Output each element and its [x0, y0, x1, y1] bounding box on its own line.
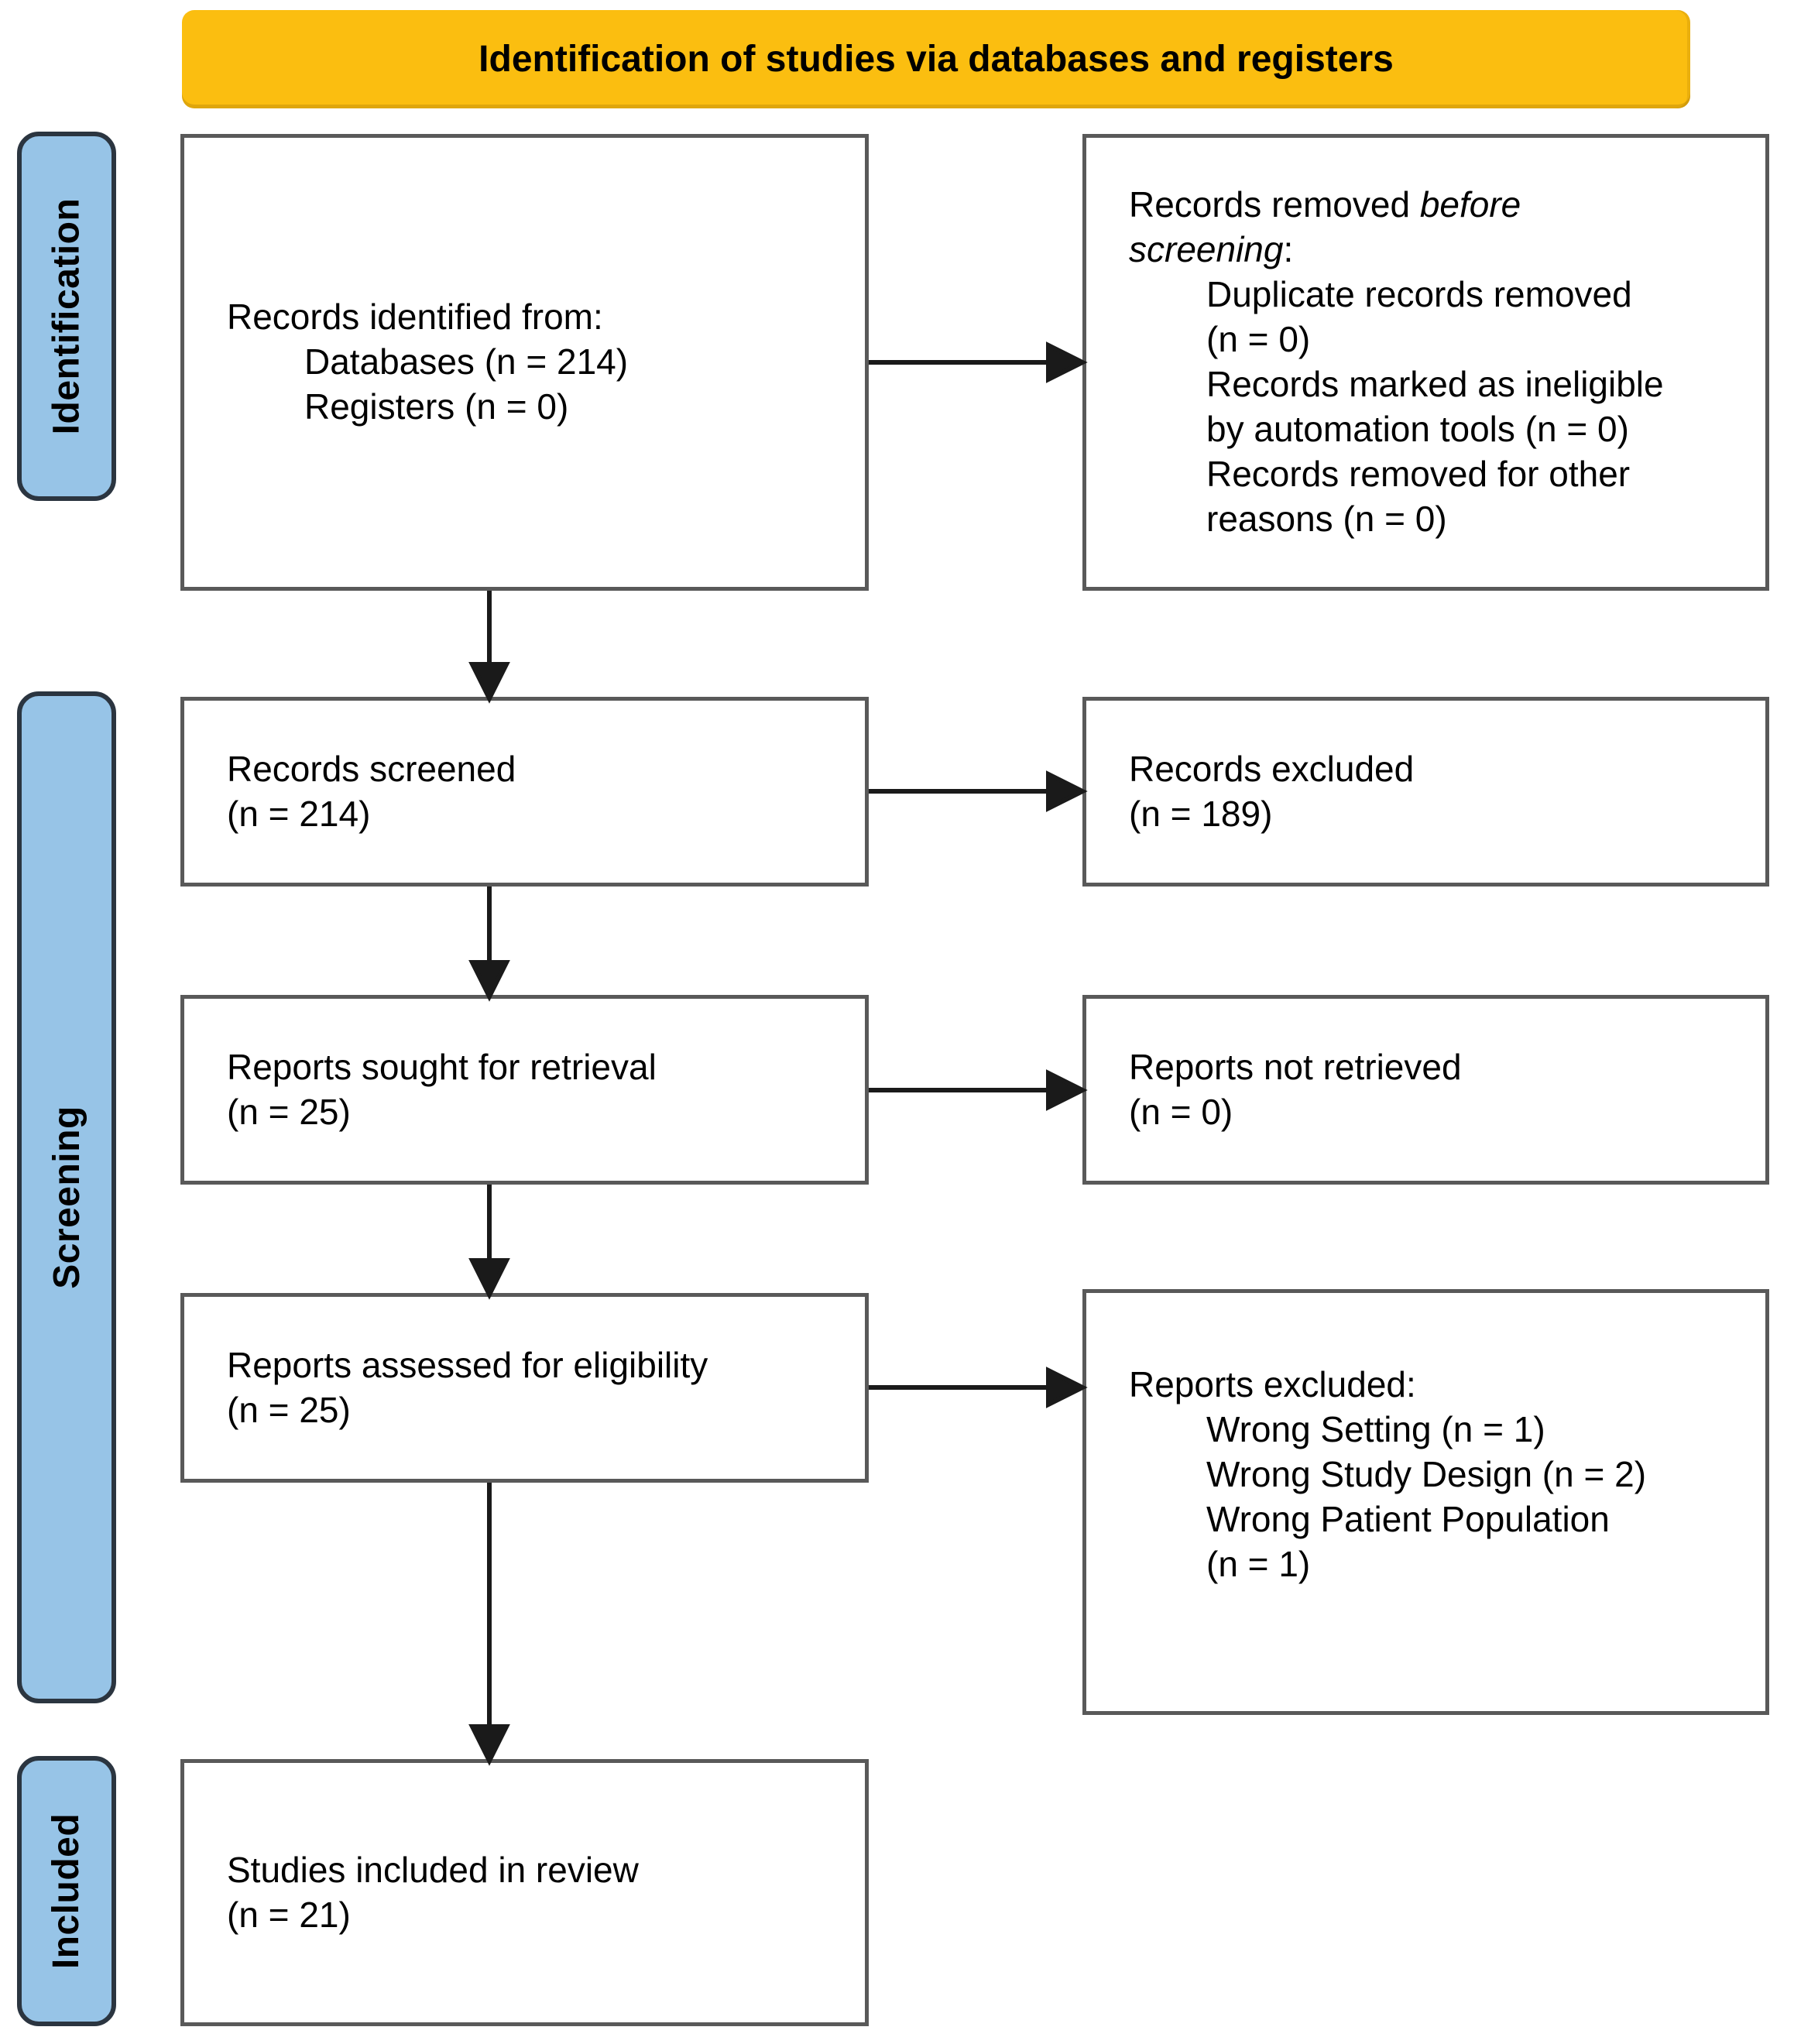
stage-tab-screening: Screening — [17, 691, 116, 1703]
records-excluded-line2: (n = 189) — [1129, 793, 1273, 834]
box-records-screened: Records screened (n = 214) — [180, 697, 869, 887]
stage-label-screening: Screening — [46, 1106, 87, 1289]
box-records-identified: Records identified from: Databases (n = … — [180, 134, 869, 591]
records-excluded-line1: Records excluded — [1129, 748, 1415, 789]
banner-label: Identification of studies via databases … — [479, 39, 1394, 80]
records-identified-registers: Registers (n = 0) — [304, 386, 569, 427]
reports-excluded-wrong-setting: Wrong Setting (n = 1) — [1206, 1409, 1545, 1450]
box-records-excluded: Records excluded (n = 189) — [1082, 697, 1769, 887]
box-reports-assessed: Reports assessed for eligibility (n = 25… — [180, 1293, 869, 1483]
reports-not-retrieved-line1: Reports not retrieved — [1129, 1046, 1462, 1087]
reports-excluded-intro: Reports excluded: — [1129, 1364, 1416, 1405]
reports-excluded-wrong-population: Wrong Patient Population(n = 1) — [1206, 1498, 1610, 1584]
box-studies-included: Studies included in review (n = 21) — [180, 1759, 869, 2026]
stage-label-included: Included — [46, 1813, 87, 1970]
reports-assessed-line1: Reports assessed for eligibility — [227, 1344, 708, 1385]
reports-not-retrieved-line2: (n = 0) — [1129, 1091, 1233, 1132]
reports-sought-line1: Reports sought for retrieval — [227, 1046, 657, 1087]
reports-assessed-line2: (n = 25) — [227, 1389, 351, 1430]
banner-identification-of-studies: Identification of studies via databases … — [182, 10, 1690, 108]
records-screened-line1: Records screened — [227, 748, 516, 789]
studies-included-line1: Studies included in review — [227, 1849, 639, 1890]
box-reports-excluded: Reports excluded: Wrong Setting (n = 1) … — [1082, 1289, 1769, 1715]
reports-excluded-wrong-study-design: Wrong Study Design (n = 2) — [1206, 1454, 1647, 1495]
studies-included-line2: (n = 21) — [227, 1894, 351, 1935]
records-identified-databases: Databases (n = 214) — [304, 341, 629, 382]
records-identified-intro: Records identified from: — [227, 297, 603, 338]
records-removed-duplicates: Duplicate records removed(n = 0) — [1206, 274, 1632, 360]
records-screened-line2: (n = 214) — [227, 793, 371, 834]
box-reports-sought: Reports sought for retrieval (n = 25) — [180, 995, 869, 1185]
stage-tab-identification: Identification — [17, 132, 116, 501]
box-reports-not-retrieved: Reports not retrieved (n = 0) — [1082, 995, 1769, 1185]
stage-tab-included: Included — [17, 1756, 116, 2026]
stage-label-identification: Identification — [46, 197, 87, 435]
reports-sought-line2: (n = 25) — [227, 1091, 351, 1132]
